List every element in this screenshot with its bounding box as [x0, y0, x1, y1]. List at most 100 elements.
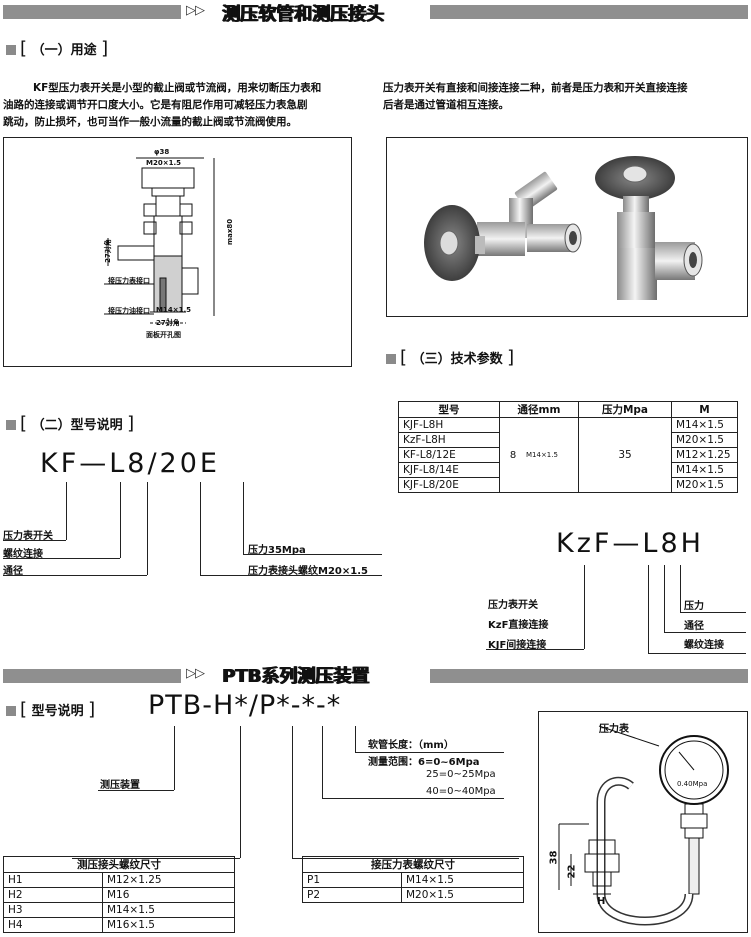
- ptb-device-drawing: [558, 725, 729, 926]
- spec-m: M20×1.5: [671, 432, 738, 448]
- kz-label-switch: 压力表开关: [488, 600, 538, 611]
- ptb-device-label: 测压装置: [100, 780, 140, 791]
- spec-m: M14×1.5: [671, 462, 738, 478]
- p-size: M20×1.5: [401, 887, 524, 903]
- section-heading-usage: [ （一）用途 ]: [20, 38, 109, 59]
- h-code: H3: [3, 902, 103, 918]
- section-heading-text: （一）用途: [31, 43, 97, 58]
- valve-photo: [424, 156, 703, 300]
- section-heading-text: （二）型号说明: [31, 418, 123, 433]
- connector-line: [648, 565, 649, 653]
- dim-thread: M20×1.5: [146, 159, 181, 167]
- table-row: KJF-L8/20E M20×1.5: [398, 477, 738, 493]
- spec-model: KJF-L8/20E: [398, 477, 500, 493]
- connector-line: [98, 790, 174, 791]
- dim-bottom-thread: M14×1.5: [156, 306, 191, 314]
- banner-arrow-icon: ▷▷: [186, 666, 205, 681]
- kz-label-thread: 螺纹连接: [684, 640, 724, 651]
- paragraph-line: 压力表开关有直接和间接连接二种，前者是压力表和开关直接连接: [383, 82, 688, 94]
- connector-line: [664, 565, 665, 632]
- paragraph-line: 油路的连接或调节开口度大小。它是有阻尼作用可减轻压力表急剧: [3, 99, 308, 111]
- port-pressure-label: 接压力油接口: [108, 307, 150, 315]
- h-size: M14×1.5: [102, 902, 235, 918]
- connector-line: [3, 575, 147, 576]
- model-code-kz: KzF—L8H: [556, 528, 704, 559]
- h-size: M16×1.5: [102, 917, 235, 933]
- usage-paragraph-right: 压力表开关有直接和间接连接二种，前者是压力表和开关直接连接 后者是通过管道相互连…: [383, 80, 748, 114]
- h-code: H1: [3, 872, 103, 888]
- connector-line: [147, 482, 148, 575]
- ptb-gauge-value: 0.40Mpa: [677, 780, 708, 788]
- spec-header-m: M: [671, 401, 738, 418]
- ptb-range-6: 测量范围：6=0~6Mpa: [368, 757, 480, 768]
- h-table-title: 测压接头螺纹尺寸: [3, 856, 235, 873]
- connector-line: [355, 726, 356, 752]
- connector-line: [174, 726, 175, 790]
- kz-label-bore: 通径: [684, 621, 704, 632]
- spec-m: M14×1.5: [671, 417, 738, 433]
- spec-thread: M14×1.5: [526, 451, 558, 459]
- p-code: P1: [302, 872, 402, 888]
- spec-bore: 8: [509, 449, 517, 461]
- dim-height: max80: [226, 218, 235, 246]
- connector-line: [680, 565, 681, 612]
- connector-line: [664, 632, 746, 633]
- ptb-range-40: 40=0~40Mpa: [426, 786, 496, 797]
- section-marker-icon: [6, 706, 16, 716]
- connector-line: [322, 726, 323, 798]
- connector-line: [200, 575, 382, 576]
- h-code: H2: [3, 887, 103, 903]
- p-code: P2: [302, 887, 402, 903]
- table-row: KJF-L8/14E M14×1.5: [398, 462, 738, 478]
- connector-line: [240, 726, 241, 858]
- section-marker-icon: [6, 420, 16, 430]
- table-row: KJF-L8H 8 M14×1.5 35 M14×1.5: [398, 417, 738, 493]
- spec-header-pressure: 压力Mpa: [578, 401, 672, 418]
- spec-header-bore: 通径mm: [499, 401, 579, 418]
- spec-model: KJF-L8H: [398, 417, 500, 433]
- connector-line: [486, 649, 584, 650]
- usage-paragraph-left: KF型压力表开关是小型的截止阀或节流阀，用来切断压力表和 油路的连接或调节开口度…: [3, 80, 373, 131]
- ptb-drawing-frame: 压力表 0.40Mpa 38 22 H: [538, 711, 748, 933]
- connector-line: [66, 482, 67, 540]
- connector-line: [292, 726, 293, 858]
- valve-technical-drawing: [104, 157, 215, 328]
- ptb-hose-length: 软管长度：（mm）: [368, 740, 454, 751]
- connector-line: [648, 653, 746, 654]
- ptb-dim-h: H: [597, 896, 606, 907]
- section-heading-text: （三）技术参数: [411, 352, 503, 367]
- kf-label-gauge-thread: 压力表接头螺纹M20×1.5: [248, 566, 368, 577]
- connector-line: [584, 565, 585, 649]
- connector-line: [680, 612, 746, 613]
- ptb-range-25: 25=0~25Mpa: [426, 769, 496, 780]
- dim-hex: 27对角: [103, 239, 112, 263]
- connector-line: [243, 554, 382, 555]
- banner-arrow-icon: ▷▷: [186, 3, 205, 18]
- spec-header-model: 型号: [398, 401, 500, 418]
- spec-pressure: 35: [578, 417, 672, 493]
- spec-m: M20×1.5: [671, 477, 738, 493]
- kf-label-pressure: 压力35Mpa: [248, 545, 306, 556]
- banner-bar-left: [3, 5, 181, 19]
- kz-label-direct: KzF直接连接: [488, 620, 549, 631]
- spec-model: KJF-L8/14E: [398, 462, 500, 478]
- connector-line: [243, 482, 244, 554]
- connector-line: [3, 558, 120, 559]
- dim-top: φ38: [154, 148, 170, 156]
- section-heading-model: [ （二）型号说明 ]: [20, 413, 135, 434]
- spec-model: KF-L8/12E: [398, 447, 500, 463]
- spec-m: M12×1.25: [671, 447, 738, 463]
- spec-table: 型号 通径mm 压力Mpa M KJF-L8H 8 M14×1.5 35 M14…: [398, 401, 738, 493]
- connector-line: [3, 540, 66, 541]
- banner-bar-left: [3, 669, 181, 683]
- paragraph-line: 后者是通过管道相互连接。: [383, 99, 509, 111]
- connector-line: [322, 798, 504, 799]
- valve-drawing-frame: φ38 M20×1.5 max80 27对角 接压力表接口 接压力油接口 M14…: [3, 137, 352, 367]
- model-code-ptb: PTB-H*/P*-*-*: [148, 690, 342, 721]
